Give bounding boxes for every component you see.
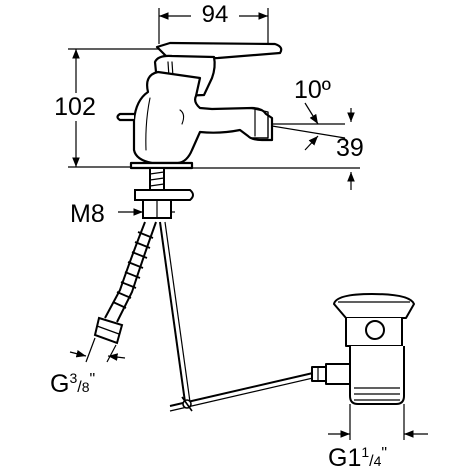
dimension-spout-height [192, 108, 360, 190]
height-label: 102 [54, 93, 96, 121]
waste-thread-label: G11/4" [328, 444, 387, 472]
height-label-bg [40, 93, 102, 121]
popup-rod [159, 221, 327, 412]
m8-label: M8 [70, 200, 105, 228]
flexible-hose [93, 221, 157, 345]
angle-label: 10º [294, 76, 331, 104]
mounting-stud [134, 167, 194, 219]
hose-thread-label: G3/8" [50, 370, 95, 398]
dimension-waste-thread [328, 404, 428, 440]
spout-height-label: 39 [336, 134, 364, 162]
width-label-bg [191, 2, 239, 26]
width-label: 94 [202, 1, 229, 28]
dimension-angle [271, 102, 346, 151]
faucet [116, 41, 283, 170]
dimension-hose-thread [69, 337, 126, 363]
popup-waste [311, 293, 415, 405]
